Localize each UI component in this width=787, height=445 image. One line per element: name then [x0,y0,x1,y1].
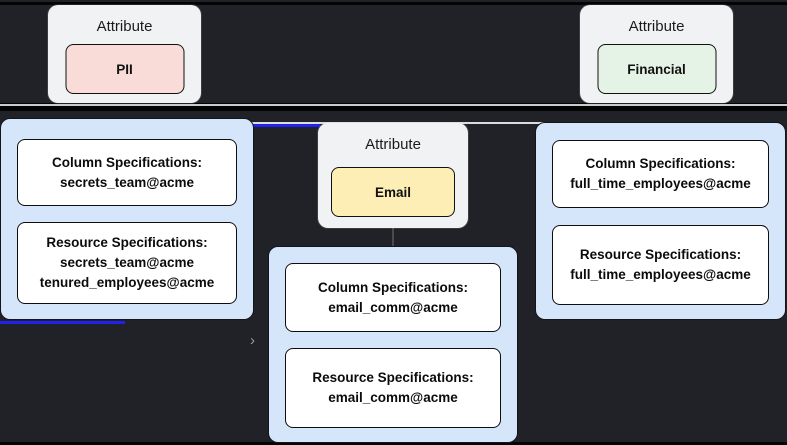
column-spec-card[interactable]: Column Specifications: email_comm@acme [285,263,501,332]
attribute-node-pii[interactable]: Attribute PII [48,5,201,103]
attribute-node-title: Attribute [365,136,421,153]
column-spec-title: Column Specifications: [51,154,203,170]
resource-spec-card[interactable]: Resource Specifications: secrets_team@ac… [17,222,237,304]
attribute-node-title: Attribute [96,18,153,35]
edge-connector [392,228,394,248]
spec-group-full-time-employees[interactable]: Column Specifications: full_time_employe… [535,122,786,320]
resource-spec-card[interactable]: Resource Specifications: full_time_emplo… [552,225,769,305]
attribute-node-title: Attribute [628,18,685,35]
attribute-node-financial[interactable]: Attribute Financial [580,5,733,103]
column-spec-title: Column Specifications: [585,156,736,171]
resource-spec-value: secrets_team@acme [59,255,194,270]
resource-spec-title: Resource Specifications: [579,247,742,262]
resource-spec-value: email_comm@acme [328,390,458,405]
lane-divider-top [0,2,787,5]
column-spec-value: email_comm@acme [328,299,458,315]
resource-spec-title: Resource Specifications: [312,370,474,385]
spec-group-secrets-team[interactable]: Column Specifications: secrets_team@acme… [0,118,254,320]
resource-spec-value: tenured_employees@acme [39,275,215,290]
chevron-right-icon[interactable]: › [250,332,255,349]
lane-divider-bottom [0,442,787,445]
attribute-badge-pii[interactable]: PII [65,44,184,94]
spec-group-email-comm[interactable]: Column Specifications: email_comm@acme R… [268,246,518,443]
column-spec-value: secrets_team@acme [59,174,194,190]
edge-highlighted [0,321,125,324]
lane-line [0,104,787,106]
attribute-badge-financial[interactable]: Financial [597,44,716,94]
lane-divider-middle [0,103,787,111]
resource-spec-value: full_time_employees@acme [570,267,751,282]
column-spec-card[interactable]: Column Specifications: secrets_team@acme [17,139,237,206]
column-spec-value: full_time_employees@acme [570,176,751,191]
resource-spec-card[interactable]: Resource Specifications: email_comm@acme [285,348,501,428]
edge-highlighted [248,124,320,127]
column-spec-card[interactable]: Column Specifications: full_time_employe… [552,140,769,208]
column-spec-title: Column Specifications: [317,279,469,295]
attribute-node-email[interactable]: Attribute Email [318,123,468,228]
attribute-badge-email[interactable]: Email [331,167,455,217]
resource-spec-title: Resource Specifications: [46,235,208,250]
